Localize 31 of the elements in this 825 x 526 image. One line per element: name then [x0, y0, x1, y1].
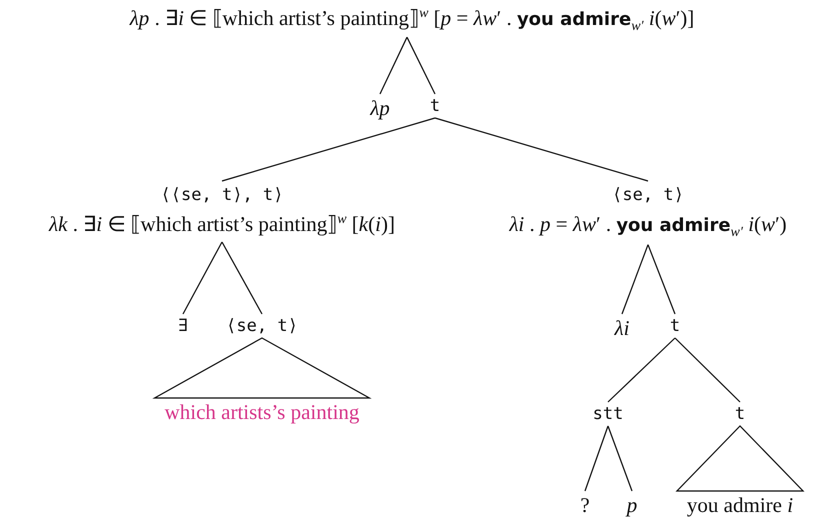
phrase-text: which artists’s painting: [164, 400, 360, 425]
formula: λk . ∃i ∈ ⟦which artist’s painting⟧$^{w}$ [k(i)]: [49, 210, 395, 238]
triangle-branch: [676, 425, 804, 492]
tree-branch: [647, 244, 676, 314]
tree-branch: [406, 36, 436, 94]
tree-branch: [221, 242, 263, 314]
type-label: ⟨se, t⟩: [226, 316, 298, 336]
leaf-text: p: [626, 493, 638, 518]
tree-branch: [182, 242, 223, 314]
type-label: stt: [592, 404, 624, 424]
formula: λp . ∃i ∈ ⟦which artist’s painting⟧$^{w}$ [p = λw′ . you admire$_{w′}$ i(w′)]: [130, 6, 694, 36]
tree-branch: [608, 338, 676, 402]
tree-branch: [621, 244, 649, 314]
phrase-text: you admire i: [686, 493, 794, 518]
tree-branch: [434, 117, 648, 182]
leaf-text: ?: [580, 493, 590, 518]
type-label: t: [670, 316, 680, 336]
lambda-binder: λi: [614, 316, 630, 341]
tree-branch: [379, 36, 408, 94]
type-label: ∃: [178, 316, 188, 336]
type-label: t: [734, 404, 746, 424]
tree-branch: [222, 117, 436, 182]
tree-branch: [607, 426, 633, 492]
triangle-branch: [152, 337, 372, 399]
lambda-binder: λp: [370, 96, 390, 121]
tree-branch: [584, 426, 609, 492]
type-label: ⟨⟨se, t⟩, t⟩: [160, 184, 284, 207]
type-label: ⟨se, t⟩: [611, 184, 685, 207]
type-label: t: [430, 96, 440, 116]
tree-branch: [674, 338, 740, 402]
formula: λi . p = λw′ . you admire$_{w′}$ i(w′): [509, 210, 787, 242]
